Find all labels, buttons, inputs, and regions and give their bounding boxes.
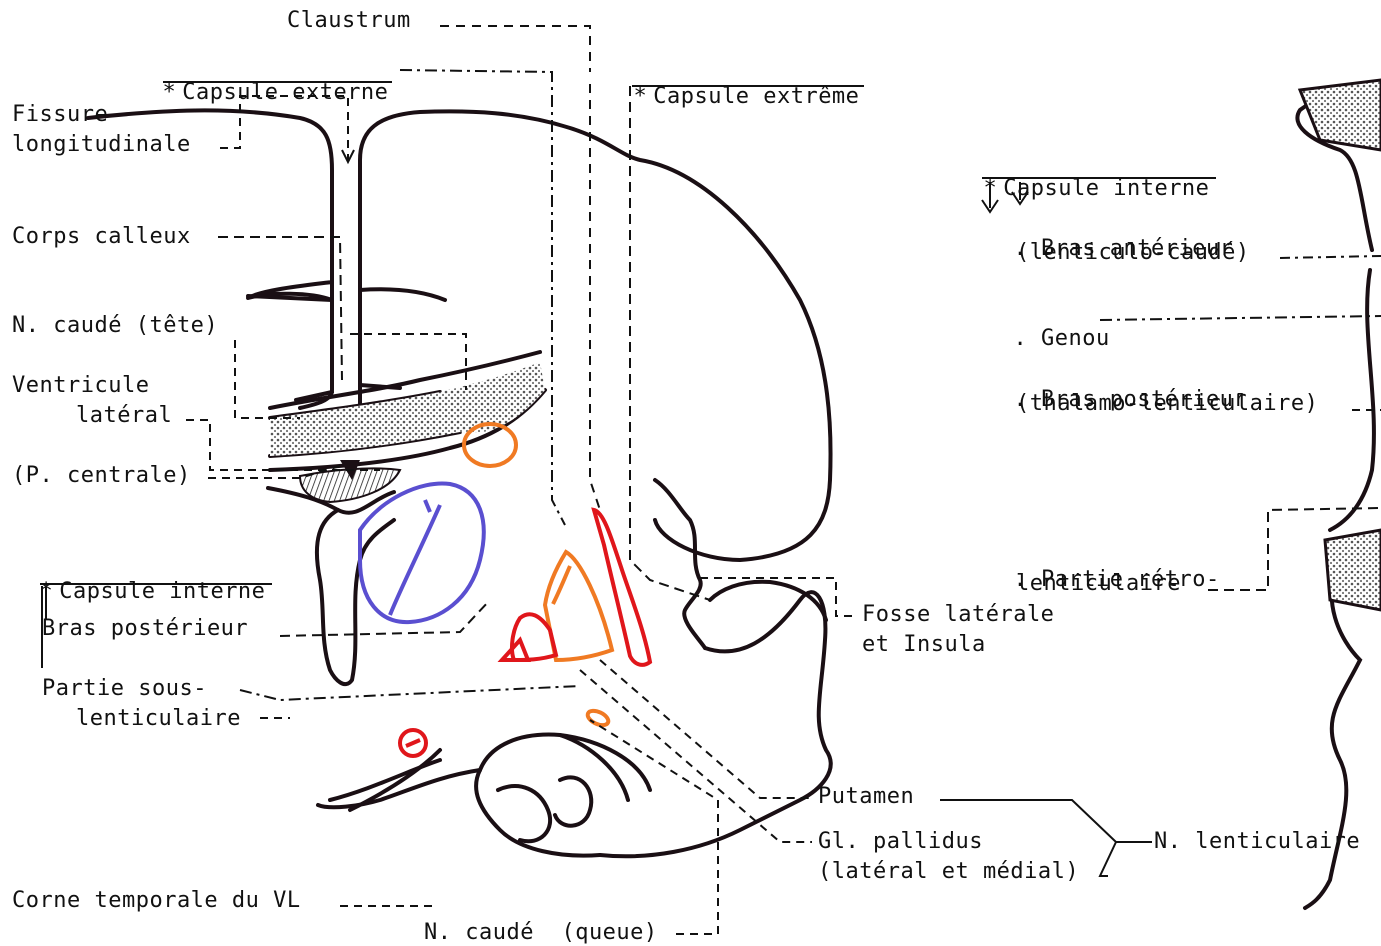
label-bras-posterieur-right-line2: (thalamo-lenticulaire) xyxy=(1016,391,1318,417)
label-capsule-interne-right: Capsule interne xyxy=(1003,176,1209,201)
label-partie-sous-line2: lenticulaire xyxy=(76,706,241,732)
bullet-mark: . xyxy=(1014,326,1028,351)
label-fissure-line1: Fissure xyxy=(12,102,108,128)
putamen-red xyxy=(400,510,650,756)
label-genou-group: . Genou xyxy=(986,300,1110,352)
label-retro-line2: lenticulaire xyxy=(1016,571,1181,597)
label-gl-pallidus-line2: (latéral et médial) xyxy=(818,859,1079,885)
right-hemisphere-fragment xyxy=(1297,89,1381,908)
label-gl-pallidus-line1: Gl. pallidus xyxy=(818,829,983,855)
label-capsule-interne-left: Capsule interne xyxy=(59,579,265,604)
label-p-centrale: (P. centrale) xyxy=(12,463,191,489)
caudate-head-blue xyxy=(360,483,484,622)
label-corps-calleux: Corps calleux xyxy=(12,224,191,250)
label-capsule-extreme: Capsule extrême xyxy=(653,84,859,109)
asterisk-mark: * xyxy=(163,80,177,105)
label-bras-anterieur-line2: (lenticulo-caudé) xyxy=(1016,240,1250,266)
label-fosse-line2: et Insula xyxy=(862,632,986,658)
label-ventricule-line1: Ventricule xyxy=(12,373,149,399)
label-bras-posterieur-left: Bras postérieur xyxy=(42,616,248,642)
label-fissure-line2: longitudinale xyxy=(12,132,191,158)
label-n-lenticulaire: N. lenticulaire xyxy=(1154,829,1360,855)
label-putamen: Putamen xyxy=(818,784,914,810)
label-capsule-extreme-group: *Capsule extrême xyxy=(606,58,859,110)
label-capsule-externe: Capsule externe xyxy=(182,80,388,105)
hemisphere-outline xyxy=(88,110,831,856)
label-n-caude-tete: N. caudé (tête) xyxy=(12,313,218,339)
label-corne-temporale: Corne temporale du VL xyxy=(12,888,301,914)
label-capsule-externe-group: *Capsule externe xyxy=(135,54,388,106)
label-claustrum: Claustrum xyxy=(287,8,411,34)
label-partie-sous-line1: Partie sous- xyxy=(42,676,207,702)
label-fosse-line1: Fosse latérale xyxy=(862,602,1054,628)
label-ventricule-line2: latéral xyxy=(76,403,172,429)
asterisk-mark: * xyxy=(984,176,998,201)
label-genou: Genou xyxy=(1041,326,1110,351)
label-capsule-interne-left-group: *Capsule interne xyxy=(12,553,265,605)
label-capsule-interne-right-group: *Capsule interne xyxy=(956,150,1209,202)
asterisk-mark: * xyxy=(634,84,648,109)
label-n-caude-queue: N. caudé (queue) xyxy=(424,920,658,946)
asterisk-mark: * xyxy=(40,579,54,604)
